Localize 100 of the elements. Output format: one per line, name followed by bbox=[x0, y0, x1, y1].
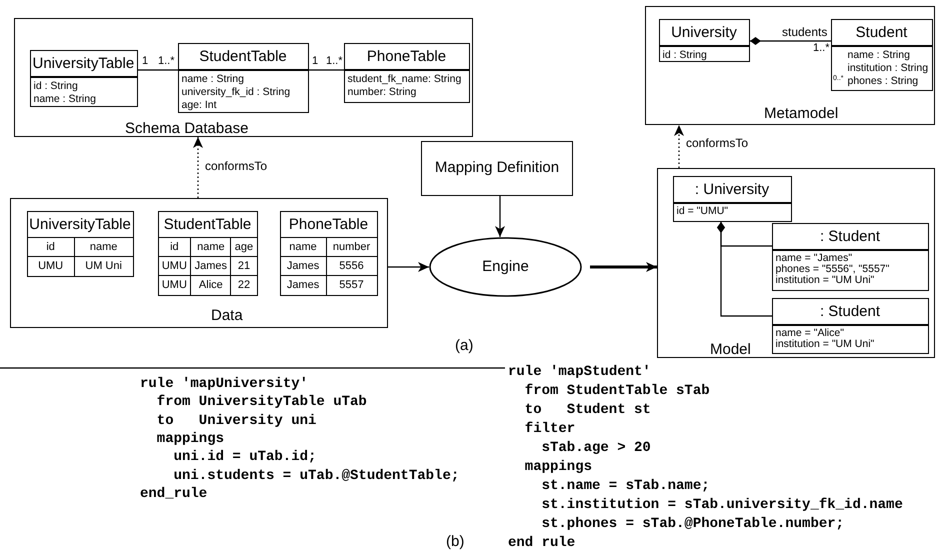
attribute: number: String bbox=[348, 86, 418, 98]
table-cell: Alice bbox=[191, 276, 232, 294]
attribute: id : String bbox=[662, 48, 708, 62]
table-cell: name bbox=[74, 238, 132, 256]
object-box bbox=[672, 176, 792, 222]
table-cell: 21 bbox=[231, 256, 256, 276]
table-cell: age bbox=[231, 238, 256, 256]
data-table bbox=[158, 210, 258, 296]
code-line: sTab.age > 20 bbox=[542, 439, 651, 457]
association-line bbox=[138, 69, 178, 71]
table-name: StudentTable bbox=[158, 212, 256, 238]
data-table bbox=[26, 210, 134, 276]
table-cell-text: UM Uni bbox=[84, 258, 123, 274]
arrow bbox=[388, 262, 429, 272]
code-line: uni.students = uTab.@StudentTable; bbox=[174, 466, 460, 484]
arrow bbox=[495, 196, 505, 237]
code-line: st.name = sTab.name; bbox=[542, 477, 710, 495]
table-name: PhoneTable bbox=[280, 212, 376, 238]
edge-label: conformsTo bbox=[205, 160, 268, 172]
multiplicity-label: 1 bbox=[142, 56, 148, 67]
multiplicity-label: 1 bbox=[312, 56, 318, 67]
table-cell: James bbox=[280, 256, 327, 276]
group-panel bbox=[645, 6, 935, 125]
panel-title: Metamodel bbox=[764, 104, 838, 124]
table-cell: name bbox=[191, 238, 232, 256]
attribute: student_fk_name: String bbox=[348, 72, 462, 86]
code-line: to University uni bbox=[156, 412, 316, 430]
process-box bbox=[421, 141, 573, 196]
table-cell: number bbox=[326, 238, 376, 256]
composition-line bbox=[750, 37, 831, 45]
attribute: name : String bbox=[182, 72, 245, 86]
class-box bbox=[344, 42, 470, 102]
table-cell: UMU bbox=[28, 256, 75, 276]
table-cell: 5556 bbox=[326, 256, 376, 276]
table-cell-text: 5557 bbox=[338, 278, 365, 292]
code-line: to Student st bbox=[524, 401, 651, 419]
attribute: name : String bbox=[34, 92, 97, 106]
code-line: filter bbox=[524, 420, 576, 438]
box-label: Mapping Definition bbox=[434, 159, 560, 178]
code-line: from UniversityTable uTab bbox=[156, 393, 367, 412]
class-name: University bbox=[660, 20, 748, 46]
table-cell: James bbox=[191, 256, 232, 276]
class-name: StudentTable bbox=[178, 44, 308, 70]
class-box bbox=[658, 18, 750, 62]
class-box bbox=[178, 42, 308, 112]
class-box bbox=[830, 18, 932, 90]
object-name: : Student bbox=[772, 298, 928, 326]
group-panel bbox=[10, 198, 388, 328]
panel-title: Data bbox=[211, 306, 243, 326]
attribute-value: name = "James" bbox=[776, 252, 854, 264]
object-name: : Student bbox=[772, 224, 928, 250]
multiplicity-label: 1..* bbox=[326, 56, 343, 67]
code-line: mappings bbox=[156, 430, 224, 448]
attribute: age: Int bbox=[182, 98, 218, 112]
group-panel bbox=[14, 18, 473, 137]
code-line: uni.id = uTab.id; bbox=[174, 448, 316, 466]
attribute-value: id = "UMU" bbox=[676, 206, 730, 216]
code-line: end rule bbox=[508, 534, 576, 552]
multiplicity-label: 1..* bbox=[158, 56, 175, 67]
attribute-value: institution = "UM Uni" bbox=[776, 274, 876, 286]
table-cell-text: 22 bbox=[236, 278, 252, 292]
group-panel bbox=[657, 168, 935, 358]
code-line: rule 'mapStudent' bbox=[508, 363, 651, 381]
table-cell: UMU bbox=[158, 276, 192, 294]
attribute-value: name = "Alice" bbox=[776, 328, 845, 338]
attribute: institution : String bbox=[848, 62, 930, 74]
table-cell: James bbox=[280, 276, 327, 294]
attribute: name : String bbox=[848, 48, 911, 62]
attribute: university_fk_id : String bbox=[182, 86, 292, 98]
code-line: st.phones = sTab.@PhoneTable.number; bbox=[542, 515, 844, 533]
attribute-value: phones = "5556", "5557" bbox=[776, 264, 890, 274]
class-box bbox=[30, 50, 138, 106]
table-cell: name bbox=[280, 238, 327, 256]
process-label: Engine bbox=[482, 258, 529, 276]
multiplicity-label: 1..* bbox=[813, 43, 830, 54]
edge-label: students bbox=[782, 26, 828, 38]
figure-label: (b) bbox=[446, 534, 464, 549]
table-name: UniversityTable bbox=[28, 212, 132, 238]
object-box bbox=[772, 298, 928, 354]
arrow bbox=[193, 137, 203, 198]
figure-label: (a) bbox=[455, 338, 474, 353]
table-cell: id bbox=[28, 238, 75, 256]
class-name: PhoneTable bbox=[344, 44, 468, 70]
data-table bbox=[280, 210, 378, 296]
table-cell: id bbox=[158, 238, 192, 256]
code-line: from StudentTable sTab bbox=[524, 382, 710, 400]
association-line bbox=[309, 69, 344, 71]
attribute: id : String bbox=[34, 80, 79, 92]
code-line: st.institution = sTab.university_fk_id.name bbox=[542, 496, 903, 514]
arrow bbox=[674, 125, 684, 168]
table-cell: UMU bbox=[158, 256, 192, 276]
edge-label: conformsTo bbox=[686, 137, 748, 149]
attribute: phones : String bbox=[848, 74, 920, 88]
attribute-value: institution = "UM Uni" bbox=[776, 338, 876, 350]
code-line: mappings bbox=[524, 458, 592, 476]
class-name: UniversityTable bbox=[30, 50, 136, 78]
code-line: end_rule bbox=[140, 484, 208, 503]
panel-title: Model bbox=[710, 340, 751, 360]
object-name: : University bbox=[674, 176, 790, 204]
object-box bbox=[772, 222, 928, 290]
